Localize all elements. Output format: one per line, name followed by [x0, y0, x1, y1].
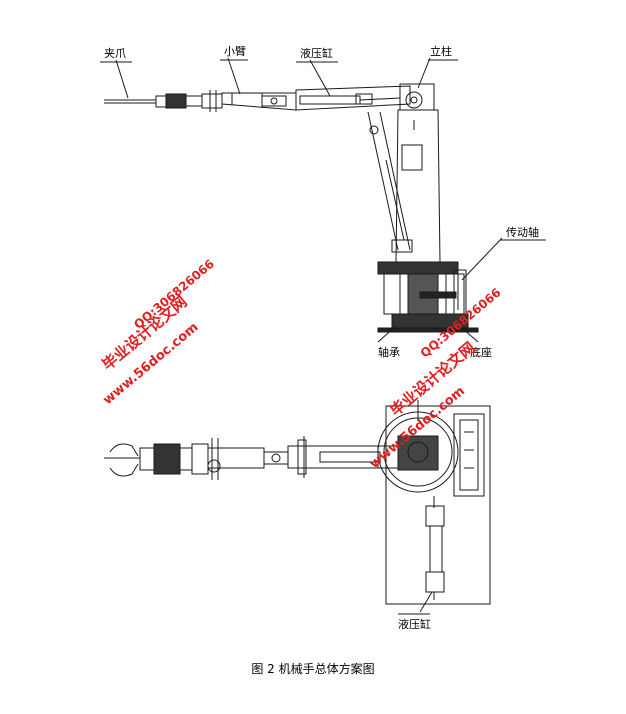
plan-view-drawing [104, 400, 491, 615]
label-forearm: 小臂 [224, 45, 246, 58]
watermark-qq-left: QQ:306826066 [131, 257, 217, 332]
figure-caption: 图 2 机械手总体方案图 [251, 662, 375, 676]
label-drive-shaft: 传动轴 [506, 225, 539, 239]
label-cylinder-top: 液压缸 [300, 46, 333, 60]
label-base: 底座 [470, 345, 492, 359]
label-bearing: 轴承 [378, 345, 400, 359]
side-elevation-drawing [100, 57, 546, 343]
label-cylinder-bottom: 液压缸 [398, 617, 431, 631]
label-clamp: 夹爪 [104, 47, 126, 60]
label-column: 立柱 [430, 44, 452, 58]
watermark-left: 毕业设计论文网 www.56doc.com QQ:306826066 [99, 257, 217, 408]
